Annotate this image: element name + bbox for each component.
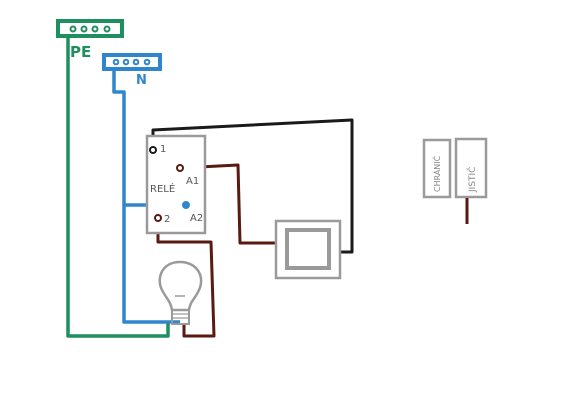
bulb-base bbox=[171, 309, 190, 325]
n-terminal-1 bbox=[112, 58, 120, 66]
switch-to-relay-wire bbox=[179, 163, 276, 245]
relay: 1 A1 RELÉ 2 A2 bbox=[145, 134, 207, 235]
relay-pin-a1-label: A1 bbox=[186, 176, 199, 187]
relay-name-label: RELÉ bbox=[150, 182, 175, 195]
n-terminal-4 bbox=[143, 58, 151, 66]
switch bbox=[274, 219, 342, 280]
n-wire-to-bulb bbox=[112, 69, 180, 324]
n-label: N bbox=[136, 73, 147, 88]
pe-label: PE bbox=[70, 43, 91, 61]
rcd: CHRÁNIČ bbox=[422, 138, 452, 199]
pe-terminal-bar: PE bbox=[56, 19, 124, 61]
relay-pin-2-label: 2 bbox=[164, 214, 170, 225]
n-terminal-3 bbox=[132, 58, 140, 66]
circuit-breaker-label: JISTIČ bbox=[466, 167, 478, 193]
circuit-breaker: JISTIČ bbox=[454, 137, 488, 224]
pe-terminal-3 bbox=[91, 25, 99, 33]
relay-terminal-a2 bbox=[182, 201, 190, 209]
n-terminal-2 bbox=[122, 58, 130, 66]
relay-terminal-2 bbox=[154, 214, 162, 222]
bulb bbox=[158, 260, 203, 325]
n-terminal-bar: N bbox=[102, 53, 162, 88]
pe-wire bbox=[66, 36, 170, 338]
relay-pin-1-label: 1 bbox=[160, 144, 166, 155]
pe-terminal-4 bbox=[103, 25, 111, 33]
relay-to-bulb-wire bbox=[156, 224, 216, 338]
relay-terminal-a1 bbox=[176, 164, 184, 172]
pe-terminal-2 bbox=[80, 25, 88, 33]
relay-pin-a2-label: A2 bbox=[190, 213, 203, 224]
pe-terminal-1 bbox=[69, 25, 77, 33]
rcd-label: CHRÁNIČ bbox=[431, 155, 442, 192]
relay-terminal-1 bbox=[149, 146, 157, 154]
